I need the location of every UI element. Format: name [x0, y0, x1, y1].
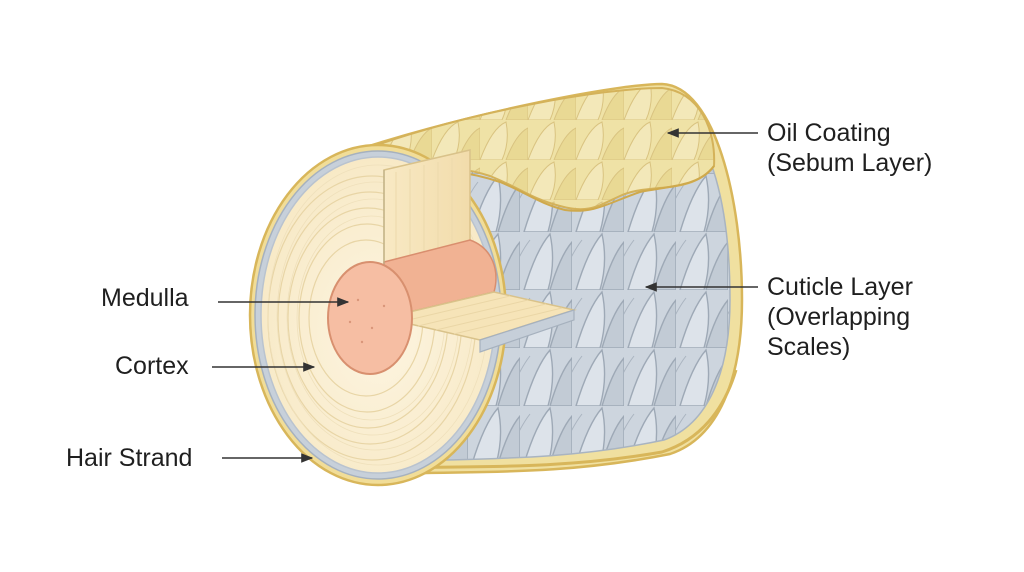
hair-strand-label: Hair Strand: [66, 444, 193, 472]
cuticle-label-line1: Cuticle Layer: [767, 273, 913, 301]
oil-coating-label-line2: (Sebum Layer): [767, 149, 933, 177]
cuticle-label-line3: Scales): [767, 333, 851, 361]
cutaway-wedge: [383, 149, 577, 353]
cuticle-label-line2: (Overlapping: [767, 303, 911, 331]
cross-section-face: [248, 143, 577, 487]
medulla-core: [327, 261, 413, 375]
oil-coating-label-line1: Oil Coating: [767, 119, 891, 147]
oil-coating-label: Oil Coating (Sebum Layer): [767, 118, 932, 178]
medulla-label: Medulla: [101, 284, 189, 312]
oil-bottom-rim: [379, 369, 738, 470]
cuticle-label: Cuticle Layer (Overlapping Scales): [767, 272, 913, 362]
cortex-label: Cortex: [115, 352, 189, 380]
